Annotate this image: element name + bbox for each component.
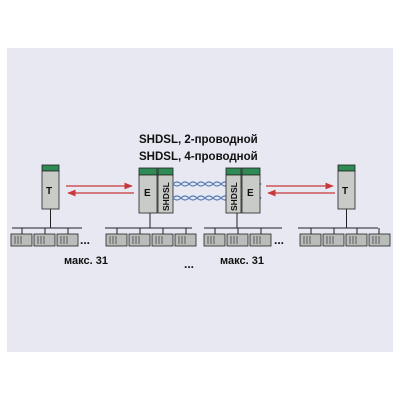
shdsl-module-left: SHDSL: [157, 167, 174, 214]
terminal-left-label: T: [46, 186, 52, 197]
shdsl-module-right-label: SHDSL: [229, 182, 239, 211]
dots-left: ...: [80, 233, 90, 247]
title-line-2: SHDSL, 4-проводной: [139, 151, 258, 163]
bus-modules-middle-left: [105, 228, 197, 247]
extender-left: E: [138, 167, 158, 214]
io-module: [33, 228, 56, 247]
io-module: [226, 228, 249, 247]
bus-modules-right: [299, 228, 391, 247]
terminal-left: T: [41, 164, 60, 210]
shdsl-module-right: SHDSL: [225, 167, 242, 214]
io-module: [299, 228, 322, 247]
io-module: [322, 228, 345, 247]
dots-middle-right: ...: [274, 233, 284, 247]
io-module: [249, 228, 272, 247]
io-module: [128, 228, 151, 247]
io-module: [174, 228, 197, 247]
io-module: [105, 228, 128, 247]
io-module: [56, 228, 79, 247]
bus-modules-left: [10, 228, 79, 247]
io-module: [10, 228, 33, 247]
bus-modules-middle-right: [203, 228, 272, 247]
terminal-right-label: T: [342, 186, 348, 197]
terminal-right: T: [337, 164, 356, 210]
extender-left-label: E: [144, 188, 151, 199]
extender-right: E: [241, 167, 261, 214]
extender-right-label: E: [247, 188, 254, 199]
io-module: [203, 228, 226, 247]
io-module: [151, 228, 174, 247]
shdsl-module-left-label: SHDSL: [161, 182, 171, 211]
max-label-right: макс. 31: [220, 255, 264, 267]
dots-middle: ...: [184, 257, 194, 271]
io-module: [345, 228, 368, 247]
max-label-left: макс. 31: [64, 255, 108, 267]
io-module: [368, 228, 391, 247]
title-line-1: SHDSL, 2-проводной: [139, 134, 258, 146]
